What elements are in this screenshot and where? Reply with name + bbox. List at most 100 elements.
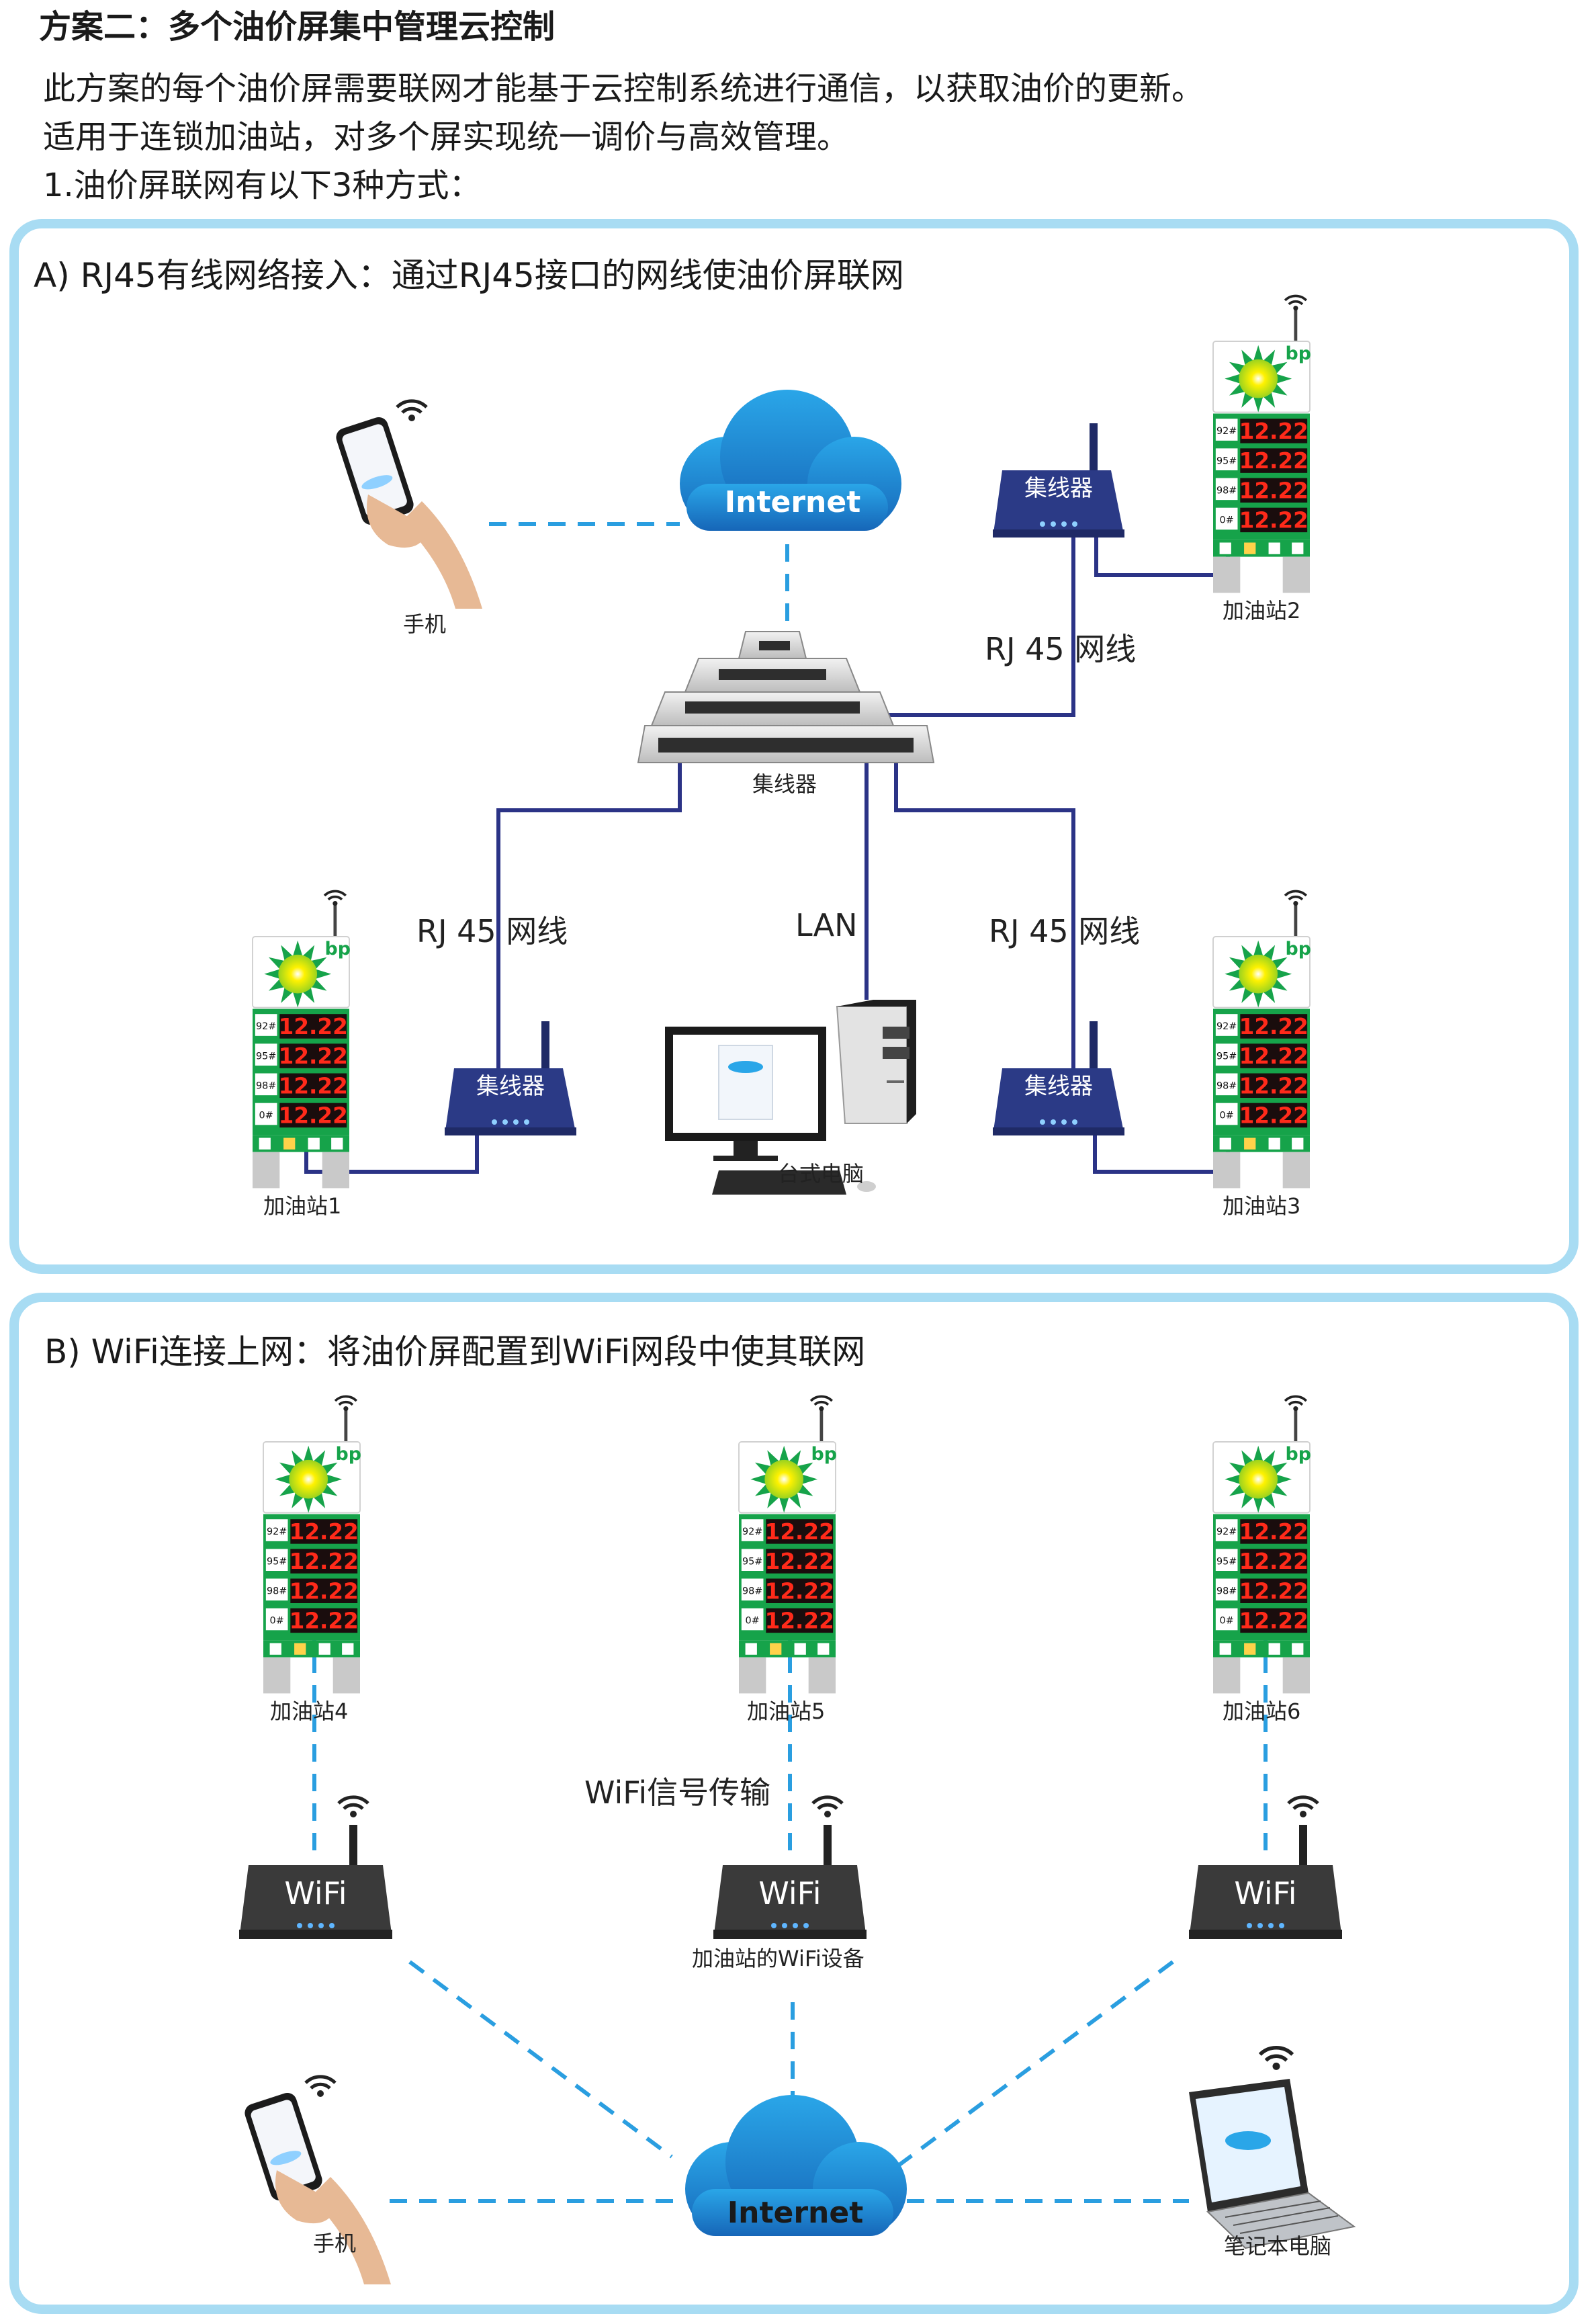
cable-label-right: RJ 45 网线 bbox=[989, 913, 1141, 949]
fuel-grade-label: 92# bbox=[1216, 1021, 1237, 1032]
fuel-price-display: 12.22 bbox=[1239, 1549, 1309, 1574]
fuel-grade-label: 92# bbox=[256, 1021, 276, 1032]
router-left: 集线器 bbox=[445, 1021, 576, 1135]
laptop-label: 笔记本电脑 bbox=[1224, 2233, 1332, 2259]
fuel-grade-label: 95# bbox=[256, 1051, 276, 1062]
svg-text:集线器: 集线器 bbox=[476, 1073, 545, 1100]
router-right: 集线器 bbox=[993, 1021, 1124, 1135]
fuel-price-display: 12.22 bbox=[279, 1014, 348, 1039]
panel-b-title: B) WiFi连接上网：将油价屏配置到WiFi网段中使其联网 bbox=[44, 1332, 866, 1371]
cable-label-left: RJ 45 网线 bbox=[416, 913, 568, 949]
fuel-price-display: 12.22 bbox=[290, 1549, 359, 1574]
fuel-price-display: 12.22 bbox=[279, 1043, 348, 1069]
fuel-price-display: 12.22 bbox=[279, 1103, 348, 1128]
fuel-price-display: 12.22 bbox=[1239, 419, 1309, 444]
fuel-grade-label: 0# bbox=[270, 1616, 284, 1627]
intro-line-3: 1.油价屏联网有以下3种方式： bbox=[43, 167, 482, 204]
desktop-label: 台式电脑 bbox=[778, 1161, 864, 1187]
bp-logo-text: bp bbox=[1285, 939, 1311, 959]
station-3-label: 加油站3 bbox=[1223, 1193, 1301, 1219]
main-hub-label: 集线器 bbox=[752, 771, 817, 797]
fuel-grade-label: 0# bbox=[1220, 1111, 1234, 1121]
fuel-grade-label: 95# bbox=[1216, 1051, 1237, 1062]
fuel-grade-label: 0# bbox=[746, 1616, 760, 1627]
bp-logo-text: bp bbox=[811, 1444, 836, 1465]
intro-line-1: 此方案的每个油价屏需要联网才能基于云控制系统进行通信，以获取油价的更新。 bbox=[43, 70, 1204, 108]
fuel-grade-label: 92# bbox=[742, 1527, 762, 1537]
fuel-grade-label: 98# bbox=[256, 1081, 276, 1092]
fuel-price-display: 12.22 bbox=[765, 1519, 834, 1545]
fuel-price-display: 12.22 bbox=[765, 1578, 834, 1604]
internet-cloud-b: Internet bbox=[685, 2095, 907, 2236]
fuel-price-display: 12.22 bbox=[1239, 507, 1309, 533]
svg-text:集线器: 集线器 bbox=[1024, 1073, 1093, 1100]
bp-logo-text: bp bbox=[1285, 343, 1311, 364]
fuel-price-display: 12.22 bbox=[290, 1578, 359, 1604]
fuel-price-display: 12.22 bbox=[1239, 1578, 1309, 1604]
wifi-device-label: 加油站的WiFi设备 bbox=[692, 1946, 864, 1971]
wifi-router-2: WiFi bbox=[713, 1797, 867, 1939]
svg-text:WiFi: WiFi bbox=[1234, 1875, 1296, 1911]
station-4-label: 加油站4 bbox=[270, 1699, 349, 1724]
fuel-price-display: 12.22 bbox=[1239, 1014, 1309, 1039]
fuel-price-display: 12.22 bbox=[290, 1519, 359, 1545]
svg-text:WiFi: WiFi bbox=[758, 1875, 821, 1911]
cable-label-top: RJ 45 网线 bbox=[985, 631, 1137, 667]
svg-text:WiFi: WiFi bbox=[284, 1875, 347, 1911]
fuel-grade-label: 0# bbox=[1220, 515, 1234, 526]
fuel-grade-label: 95# bbox=[742, 1556, 762, 1567]
fuel-price-display: 12.22 bbox=[765, 1549, 834, 1574]
station-1-label: 加油站1 bbox=[263, 1193, 342, 1219]
panel-a-title: A) RJ45有线网络接入：通过RJ45接口的网线使油价屏联网 bbox=[34, 256, 904, 295]
desktop-computer bbox=[665, 1000, 916, 1195]
wifi-router-1: WiFi bbox=[239, 1797, 392, 1939]
fuel-price-display: 12.22 bbox=[1239, 1608, 1309, 1633]
station-2-label: 加油站2 bbox=[1223, 598, 1301, 624]
fuel-price-display: 12.22 bbox=[1239, 1043, 1309, 1069]
fuel-grade-label: 98# bbox=[742, 1586, 762, 1597]
wifi-signal-label: WiFi信号传输 bbox=[584, 1774, 771, 1811]
fuel-grade-label: 0# bbox=[1220, 1616, 1234, 1627]
fuel-price-display: 12.22 bbox=[290, 1608, 359, 1633]
phone-a-label: 手机 bbox=[403, 611, 447, 637]
fuel-price-display: 12.22 bbox=[1239, 1103, 1309, 1128]
page-heading: 方案二：多个油价屏集中管理云控制 bbox=[39, 8, 556, 46]
fuel-grade-label: 92# bbox=[1216, 1527, 1237, 1537]
fuel-grade-label: 98# bbox=[267, 1586, 287, 1597]
wifi-router-3: WiFi bbox=[1189, 1797, 1342, 1939]
fuel-price-display: 12.22 bbox=[1239, 448, 1309, 474]
station-6-label: 加油站6 bbox=[1223, 1699, 1301, 1724]
fuel-grade-label: 92# bbox=[1216, 426, 1237, 437]
bp-logo-text: bp bbox=[1285, 1444, 1311, 1465]
svg-text:Internet: Internet bbox=[727, 2196, 863, 2230]
laptop bbox=[1189, 2048, 1356, 2249]
fuel-price-display: 12.22 bbox=[1239, 478, 1309, 503]
fuel-price-display: 12.22 bbox=[1239, 1519, 1309, 1545]
fuel-price-display: 12.22 bbox=[765, 1608, 834, 1633]
fuel-price-display: 12.22 bbox=[1239, 1073, 1309, 1099]
fuel-grade-label: 98# bbox=[1216, 486, 1237, 497]
svg-text:集线器: 集线器 bbox=[1024, 475, 1093, 502]
fuel-price-display: 12.22 bbox=[279, 1073, 348, 1099]
intro-line-2: 适用于连锁加油站，对多个屏实现统一调价与高效管理。 bbox=[43, 118, 850, 156]
fuel-grade-label: 95# bbox=[1216, 1556, 1237, 1567]
fuel-grade-label: 98# bbox=[1216, 1081, 1237, 1092]
svg-text:Internet: Internet bbox=[725, 485, 860, 519]
fuel-grade-label: 95# bbox=[267, 1556, 287, 1567]
main-hub bbox=[637, 631, 935, 763]
station-5-label: 加油站5 bbox=[747, 1699, 826, 1724]
lan-label: LAN bbox=[795, 907, 858, 943]
bp-logo-text: bp bbox=[324, 939, 350, 959]
fuel-grade-label: 95# bbox=[1216, 456, 1237, 466]
fuel-grade-label: 92# bbox=[267, 1527, 287, 1537]
bp-logo-text: bp bbox=[335, 1444, 361, 1465]
phone-b-label: 手机 bbox=[313, 2231, 357, 2256]
